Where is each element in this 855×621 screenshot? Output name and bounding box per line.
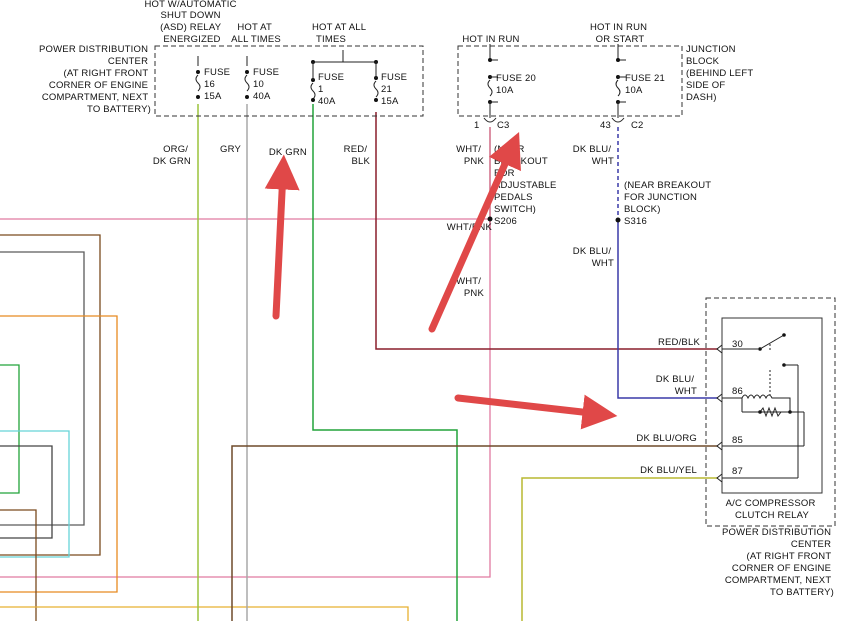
wire-orange-bottom [0, 606, 409, 621]
fuse-20-label: FUSE 20 10A [496, 73, 539, 96]
relay-pin-86: 86 [732, 386, 743, 397]
relay-internals [722, 333, 805, 479]
fuse-1: FUSE 1 40A [310, 60, 347, 107]
splice-s316-note: (NEAR BREAKOUT FOR JUNCTION BLOCK) [624, 180, 714, 215]
splice-s206-note: (NEAR BREAKOUT FOR ADJUSTABLE PEDALS SWI… [494, 144, 559, 215]
wire-red-blk [375, 112, 718, 350]
wire-darkgray-left [0, 445, 53, 539]
fuse-21-jb-label: FUSE 21 10A [625, 73, 668, 96]
wire-green-left [0, 364, 20, 494]
splice-s316: (NEAR BREAKOUT FOR JUNCTION BLOCK) S316 [615, 180, 714, 227]
wire-dk-blu-yel [521, 477, 718, 621]
connector-c3-pin: 1 [474, 120, 479, 131]
wire-gray-left [0, 251, 85, 526]
fuse-21-pdc-label: FUSE 21 15A [381, 72, 410, 107]
junction-block-label: JUNCTION BLOCK (BEHIND LEFT SIDE OF DASH… [686, 44, 756, 103]
wire-dk-blu-wht-2 [617, 220, 718, 399]
annotation-arrow-1 [264, 154, 300, 320]
annotation-arrow-2 [428, 131, 521, 333]
fuse-10: FUSE 10 40A [244, 56, 282, 102]
relay-pin-85: 85 [732, 435, 743, 446]
wire-brown-outer [0, 234, 101, 556]
header-hot-at-all-times-2: HOT AT ALL TIMES [312, 22, 369, 45]
connector-c3: 1 C3 [474, 117, 510, 131]
relay-name: A/C COMPRESSOR CLUTCH RELAY [726, 498, 819, 521]
label-wht-pnk-side: WHT/PNK [447, 222, 493, 233]
header-hot-in-run-or-start: HOT IN RUN OR START [590, 22, 650, 45]
header-asd: HOT W/AUTOMATIC SHUT DOWN (ASD) RELAY EN… [144, 0, 239, 45]
fuse-10-label: FUSE 10 40A [253, 67, 282, 102]
junction-block-box [457, 45, 683, 117]
splice-s206-id: S206 [494, 216, 517, 227]
wire-pink-left [0, 218, 491, 578]
label-wht-pnk-mid: WHT/ PNK [456, 276, 484, 299]
relay-inner-box [721, 317, 823, 494]
fuse-16-label: FUSE 16 15A [204, 67, 233, 102]
connector-c2-pin: 43 [600, 120, 611, 131]
circuit-wires [197, 104, 718, 621]
label-wht-pnk-top: WHT/ PNK [456, 144, 484, 167]
connector-c2: 43 C2 [600, 117, 644, 131]
fuse-21-jb: FUSE 21 10A [615, 44, 668, 118]
relay-wire-dk-blu-org: DK BLU/ORG [636, 433, 697, 444]
wire-dk-blu-org [231, 445, 718, 621]
wire-orange-left [0, 315, 118, 593]
pdc-top-box [154, 45, 424, 117]
fuse-21-pdc: FUSE 21 15A [373, 60, 410, 107]
label-gry: GRY [220, 144, 241, 155]
relay-wire-dk-blu-wht: DK BLU/ WHT [656, 374, 697, 397]
annotation-arrow-3 [454, 394, 618, 430]
background-wires [0, 218, 491, 621]
label-red-blk: RED/ BLK [344, 144, 371, 167]
relay-terminals [716, 344, 723, 483]
label-dk-blu-wht-top: DK BLU/ WHT [573, 144, 614, 167]
relay-pin-30: 30 [732, 339, 743, 350]
pdc-relay-outer-box [705, 297, 836, 527]
connector-c3-id: C3 [497, 120, 510, 131]
label-dk-blu-wht-mid: DK BLU/ WHT [573, 246, 614, 269]
fuse-20: FUSE 20 10A [487, 44, 539, 118]
header-hot-in-run: HOT IN RUN [462, 34, 519, 45]
relay-wire-red-blk: RED/BLK [658, 337, 701, 348]
annotation-arrows [264, 131, 618, 430]
wire-brown-inner [0, 509, 37, 621]
splice-s316-id: S316 [624, 216, 647, 227]
wire-dkgrn [312, 104, 458, 621]
relay-wire-dk-blu-yel: DK BLU/YEL [640, 465, 697, 476]
header-hot-at-all-times-1: HOT AT ALL TIMES [231, 22, 281, 45]
fuse-16: FUSE 16 15A [195, 56, 233, 102]
fuse-1-label: FUSE 1 40A [318, 72, 347, 107]
pdc-bottom-label: POWER DISTRIBUTION CENTER (AT RIGHT FRON… [722, 527, 834, 598]
label-org-dkgrn: ORG/ DK GRN [153, 144, 191, 167]
label-dkgrn: DK GRN [269, 147, 307, 158]
wire-teal-left [0, 430, 70, 558]
pdc-top-label: POWER DISTRIBUTION CENTER (AT RIGHT FRON… [39, 44, 151, 115]
connector-c2-id: C2 [631, 120, 644, 131]
relay-pin-87: 87 [732, 466, 743, 477]
